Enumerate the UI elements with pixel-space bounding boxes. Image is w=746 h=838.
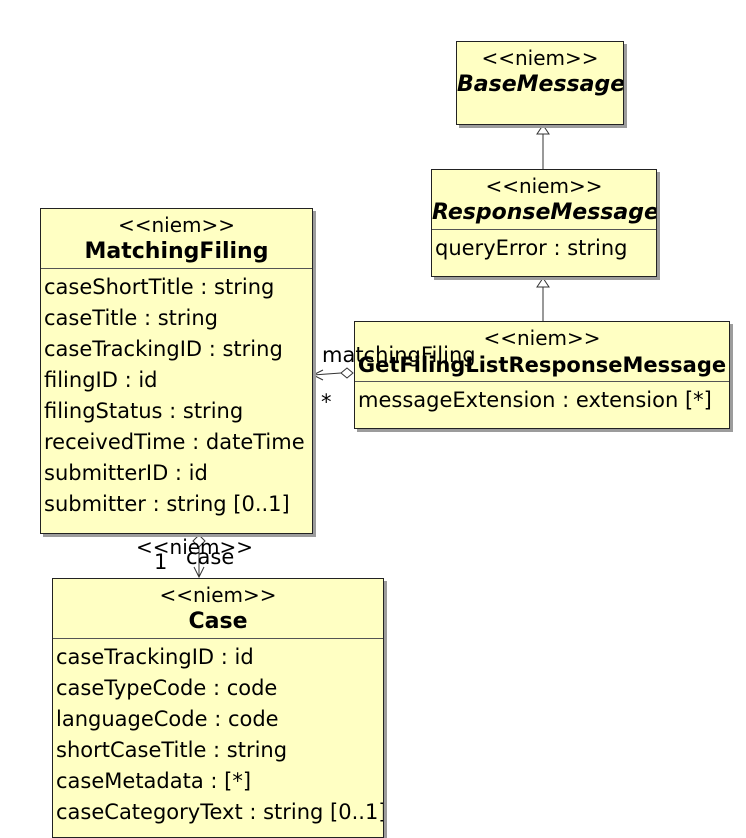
attribute: caseTrackingID : string	[44, 337, 283, 361]
association-role-matching-filing: matchingFiling	[322, 343, 476, 367]
class-header: <<niem>> BaseMessage	[457, 42, 623, 101]
class-name: ResponseMessage	[432, 200, 657, 225]
class-name: MatchingFiling	[84, 239, 269, 264]
class-header: <<niem>> Case	[53, 579, 383, 639]
association-line-matching-filing	[312, 372, 342, 376]
attribute: shortCaseTitle : string	[56, 738, 288, 762]
class-get-filing-list-response-message[interactable]: <<niem>> GetFilingListResponseMessage me…	[354, 321, 730, 429]
attribute: filingStatus : string	[44, 399, 244, 423]
attribute: filingID : id	[44, 368, 158, 392]
stereotype-label: <<niem>>	[483, 326, 601, 350]
connectors	[192, 124, 550, 579]
stereotype-label: <<niem>>	[485, 174, 603, 198]
attribute: messageExtension : extension [*]	[358, 388, 712, 412]
class-base-message[interactable]: <<niem>> BaseMessage	[456, 41, 624, 125]
class-name: Case	[188, 609, 248, 634]
attribute: queryError : string	[435, 236, 628, 260]
attribute: caseCategoryText : string [0..1]	[56, 800, 384, 824]
association-arrowhead-icon	[311, 369, 324, 381]
attribute: languageCode : code	[56, 707, 279, 731]
attribute-list: caseTrackingID : id caseTypeCode : code …	[53, 639, 383, 828]
association-multiplicity-case: 1	[154, 550, 168, 574]
stereotype-label: <<niem>>	[481, 46, 599, 70]
attribute: submitter : string [0..1]	[44, 492, 290, 516]
attribute: caseMetadata : [*]	[56, 769, 252, 793]
case-arrowhead-icon	[193, 566, 205, 579]
class-header: <<niem>> GetFilingListResponseMessage	[355, 322, 729, 382]
class-header: <<niem>> ResponseMessage	[432, 170, 656, 230]
attribute: caseTrackingID : id	[56, 645, 254, 669]
association-multiplicity-matching-filing: *	[321, 390, 332, 414]
attribute: receivedTime : dateTime	[44, 430, 305, 454]
generalization-arrow-base	[536, 124, 550, 135]
stereotype-label: <<niem>>	[159, 583, 277, 607]
attribute-list: caseShortTitle : string caseTitle : stri…	[41, 269, 312, 520]
attribute: submitterID : id	[44, 461, 208, 485]
class-response-message[interactable]: <<niem>> ResponseMessage queryError : st…	[431, 169, 657, 277]
attribute: caseTypeCode : code	[56, 676, 278, 700]
class-name: GetFilingListResponseMessage	[357, 353, 727, 377]
attribute-list: queryError : string	[432, 230, 656, 264]
generalization-arrow-response	[536, 277, 550, 288]
class-matching-filing[interactable]: <<niem>> MatchingFiling caseShortTitle :…	[40, 208, 313, 534]
class-case[interactable]: <<niem>> Case caseTrackingID : id caseTy…	[52, 578, 384, 838]
attribute: caseShortTitle : string	[44, 275, 275, 299]
association-stereotype-case: <<niem>>	[136, 535, 254, 559]
stereotype-label: <<niem>>	[117, 213, 236, 237]
association-role-case: case	[186, 545, 235, 569]
attribute-list: messageExtension : extension [*]	[355, 382, 729, 416]
class-header: <<niem>> MatchingFiling	[41, 209, 312, 269]
attribute: caseTitle : string	[44, 306, 218, 330]
class-name: BaseMessage	[457, 72, 624, 97]
aggregation-diamond-icon	[340, 367, 354, 379]
